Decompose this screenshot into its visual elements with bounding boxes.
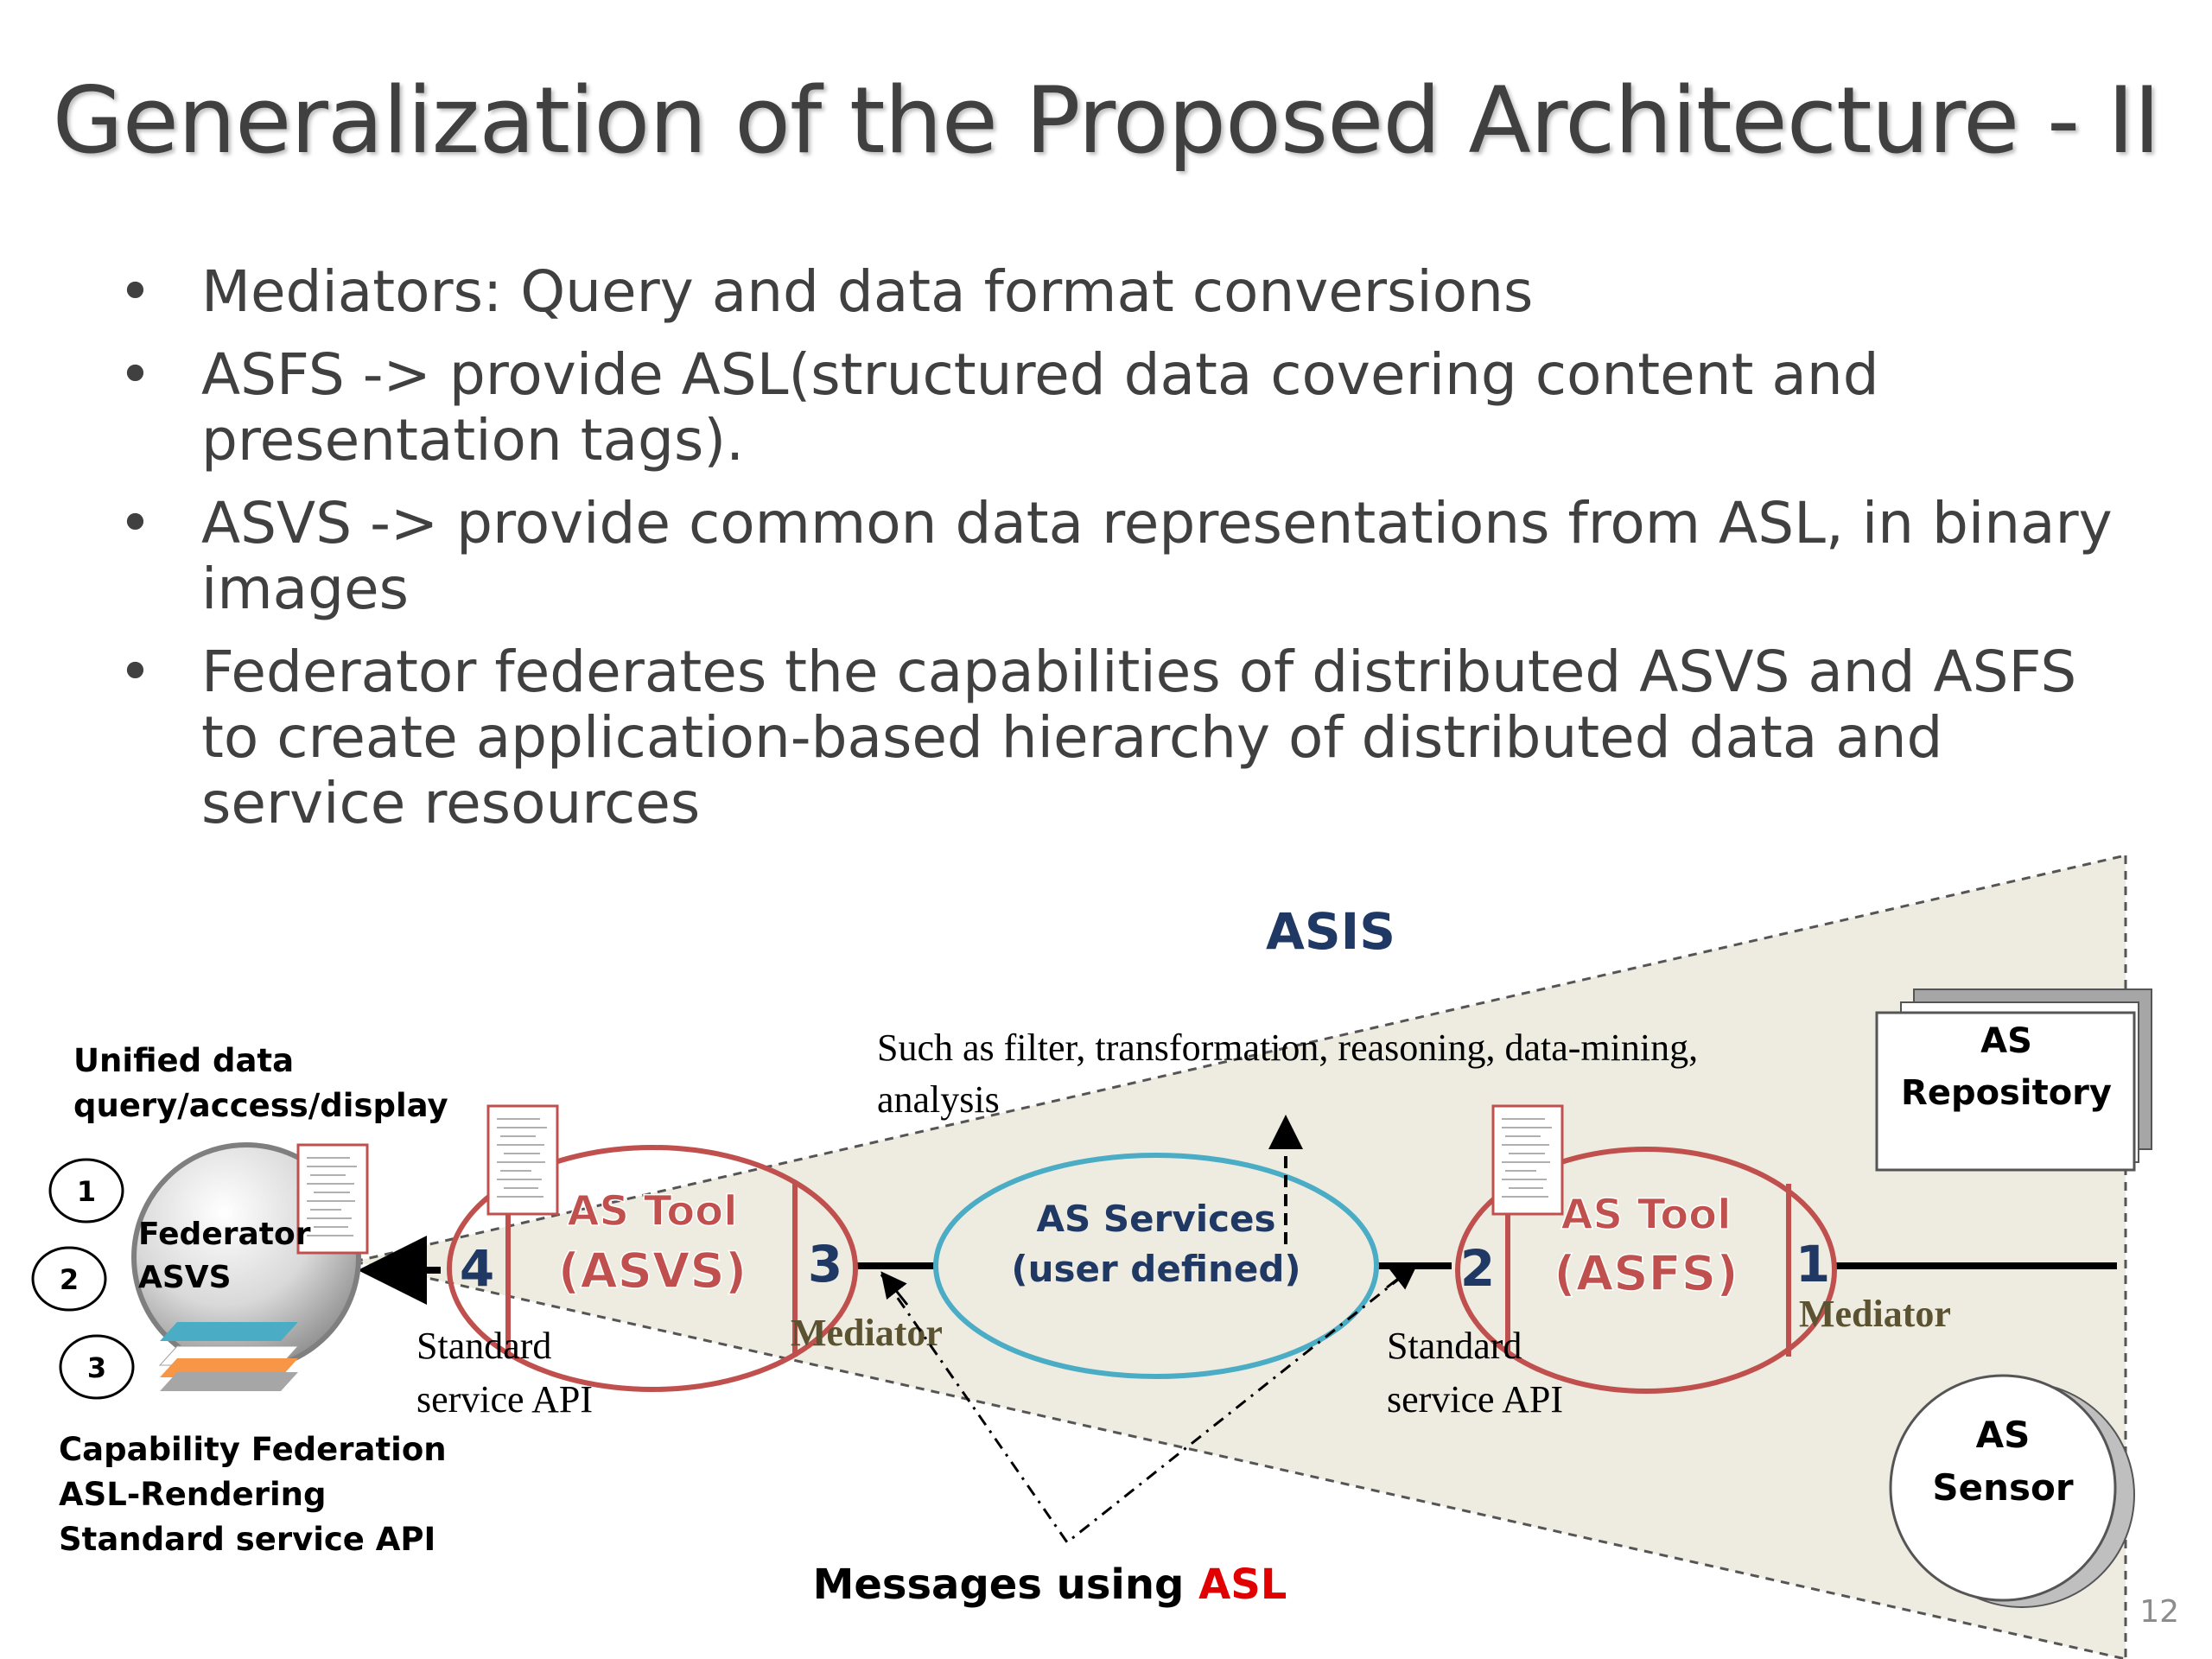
federator-num-3: 3 xyxy=(59,1334,135,1400)
as-services-label: AS Services xyxy=(1037,1198,1276,1240)
svg-text:1: 1 xyxy=(77,1175,96,1208)
bullet-item: •Mediators: Query and data format conver… xyxy=(118,258,1534,325)
federator-num-2: 2 xyxy=(31,1246,107,1312)
mediator-right-label: Mediator xyxy=(1799,1293,1951,1335)
asvs-doc-icon xyxy=(486,1104,559,1216)
bullet-list: •Mediators: Query and data format conver… xyxy=(108,259,2113,854)
user-defined-label: (user defined) xyxy=(1011,1248,1300,1290)
num-1: 1 xyxy=(1796,1235,1830,1294)
svg-text:2: 2 xyxy=(60,1263,79,1296)
federator-asvs-label: ASVS xyxy=(138,1260,232,1295)
repository-as-label: AS xyxy=(1980,1021,2032,1061)
asis-upper-edge xyxy=(353,854,2126,1263)
repository-label: Repository xyxy=(1901,1073,2112,1113)
standard-api-right-2: service API xyxy=(1387,1378,1563,1421)
standard-api-left-1: Standard xyxy=(416,1325,551,1367)
bullet-item: •Federator federates the capabilities of… xyxy=(118,639,2077,836)
bullet-dot: • xyxy=(118,341,152,408)
page-number: 12 xyxy=(2139,1594,2179,1630)
bullet-dot: • xyxy=(118,258,152,325)
as-tool-asfs-label: AS Tool xyxy=(1560,1191,1731,1239)
sensor-as-label: AS xyxy=(1976,1414,2031,1456)
asl-arrow-left xyxy=(880,1271,909,1306)
standard-api-left-2: service API xyxy=(416,1378,593,1421)
asvs-label: (ASVS) xyxy=(558,1243,747,1300)
as-sensor-circle xyxy=(1889,1374,2117,1602)
num-4: 4 xyxy=(460,1239,494,1298)
mediator-left-label: Mediator xyxy=(791,1312,943,1354)
sensor-label: Sensor xyxy=(1932,1466,2073,1509)
asis-region-fill xyxy=(354,855,2126,1659)
num-3: 3 xyxy=(808,1235,842,1294)
bullet-dot: • xyxy=(118,639,152,705)
asfs-label: (ASFS) xyxy=(1554,1246,1738,1302)
capability-federation-label: Capability Federation xyxy=(59,1431,447,1468)
standard-service-api-label: Standard service API xyxy=(59,1521,435,1558)
asl-arrow-right xyxy=(1386,1263,1418,1290)
such-as-line-1: Such as filter, transformation, reasonin… xyxy=(877,1027,1698,1069)
asl-rendering-label: ASL-Rendering xyxy=(59,1476,326,1513)
as-tool-asfs-ellipse xyxy=(1455,1147,1837,1394)
as-repository-box xyxy=(1875,1011,2136,1172)
such-as-line-2: analysis xyxy=(877,1078,1000,1121)
asis-label: ASIS xyxy=(1266,902,1395,961)
asl-highlight: ASL xyxy=(1198,1560,1287,1609)
asfs-doc-icon xyxy=(1491,1104,1564,1216)
unified-query-label: query/access/display xyxy=(73,1087,448,1124)
asis-lower-edge xyxy=(353,1260,2126,1659)
federator-num-1: 1 xyxy=(48,1158,124,1224)
bullet-item: •ASVS -> provide common data representat… xyxy=(118,490,2113,622)
layers-icon xyxy=(158,1322,300,1391)
slide-title: Generalization of the Proposed Architect… xyxy=(52,67,2161,174)
federator-label: Federator xyxy=(138,1217,311,1252)
svg-text:3: 3 xyxy=(87,1351,106,1384)
messages-using-asl-label: Messages using ASL xyxy=(813,1560,1287,1609)
as-tool-asvs-ellipse xyxy=(447,1145,858,1392)
bullet-dot: • xyxy=(118,490,152,556)
as-services-ellipse xyxy=(933,1153,1379,1379)
bullet-item: •ASFS -> provide ASL(structured data cov… xyxy=(118,341,1879,474)
num-2: 2 xyxy=(1460,1239,1495,1298)
as-tool-asvs-label: AS Tool xyxy=(567,1187,737,1236)
standard-api-right-1: Standard xyxy=(1387,1325,1522,1367)
unified-data-label: Unified data xyxy=(73,1042,294,1079)
